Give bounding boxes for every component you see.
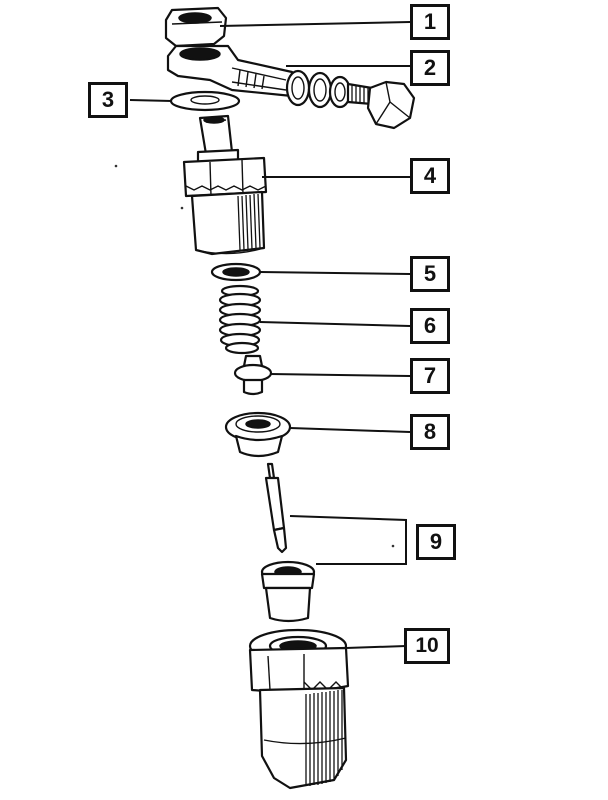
callout-5: 5 (410, 256, 450, 292)
callout-7: 7 (410, 358, 450, 394)
callout-8: 8 (410, 414, 450, 450)
leader-7 (269, 373, 411, 377)
leader-3 (129, 99, 173, 102)
leader-10 (345, 645, 407, 649)
leader-lines (129, 21, 411, 649)
part-1-nut (164, 6, 228, 48)
callout-2: 2 (410, 50, 450, 86)
part-7-spring-seat (233, 354, 273, 396)
leader-9 (289, 515, 407, 565)
speck-dot (391, 544, 395, 548)
part-2-banjo-assembly (166, 44, 416, 130)
part-4-injector-body (182, 114, 268, 256)
callout-9: 9 (416, 524, 456, 560)
part-5-washer (210, 262, 262, 282)
part-3-washer (169, 90, 241, 112)
callout-10: 10 (404, 628, 450, 664)
callout-4: 4 (410, 158, 450, 194)
callout-6: 6 (410, 308, 450, 344)
part-10-retaining-nut (248, 628, 350, 790)
callout-3: 3 (88, 82, 128, 118)
part-8-intermediate-disc (224, 411, 292, 458)
part-9-nozzle-and-needle (260, 462, 316, 623)
speck-dot (180, 206, 184, 210)
leader-6 (259, 321, 411, 327)
leader-5 (259, 271, 411, 275)
part-6-spring (218, 284, 262, 355)
leader-8 (289, 427, 411, 433)
callout-1: 1 (410, 4, 450, 40)
speck-dot (114, 164, 118, 168)
leader-1 (219, 21, 411, 27)
